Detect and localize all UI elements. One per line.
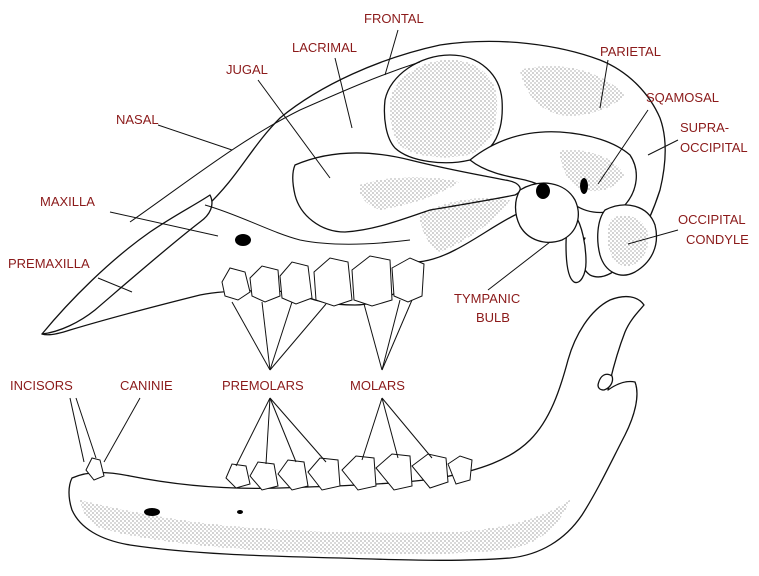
- label-supra-occipital-2: OCCIPITAL: [680, 140, 748, 155]
- label-nasal: NASAL: [116, 112, 159, 127]
- label-premolars: PREMOLARS: [222, 378, 304, 393]
- leader-nasal: [158, 125, 232, 150]
- label-tympanic-bulb-2: BULB: [476, 310, 510, 325]
- label-frontal: FRONTAL: [364, 11, 424, 26]
- label-jugal: JUGAL: [226, 62, 268, 77]
- auditory-meatus: [536, 183, 550, 199]
- squamosal-foramen: [580, 178, 588, 194]
- cranium: [42, 41, 665, 334]
- label-tympanic-bulb-1: TYMPANIC: [454, 291, 520, 306]
- mental-foramen: [144, 508, 160, 516]
- leader-tympanic-bulb: [488, 242, 550, 290]
- label-occipital-condyle-2: CONDYLE: [686, 232, 749, 247]
- label-premaxilla: PREMAXILLA: [8, 256, 90, 271]
- label-supra-occipital-1: SUPRA-: [680, 120, 729, 135]
- label-caninie: CANINIE: [120, 378, 173, 393]
- label-parietal: PARIETAL: [600, 44, 661, 59]
- label-occipital-condyle-1: OCCIPITAL: [678, 212, 746, 227]
- label-maxilla: MAXILLA: [40, 194, 95, 209]
- label-sqamosal: SQAMOSAL: [646, 90, 719, 105]
- label-incisors: INCISORS: [10, 378, 73, 393]
- label-lacrimal: LACRIMAL: [292, 40, 357, 55]
- infraorbital-foramen: [235, 234, 251, 246]
- mandible: [69, 297, 644, 561]
- label-molars: MOLARS: [350, 378, 405, 393]
- small-foramen: [237, 510, 243, 514]
